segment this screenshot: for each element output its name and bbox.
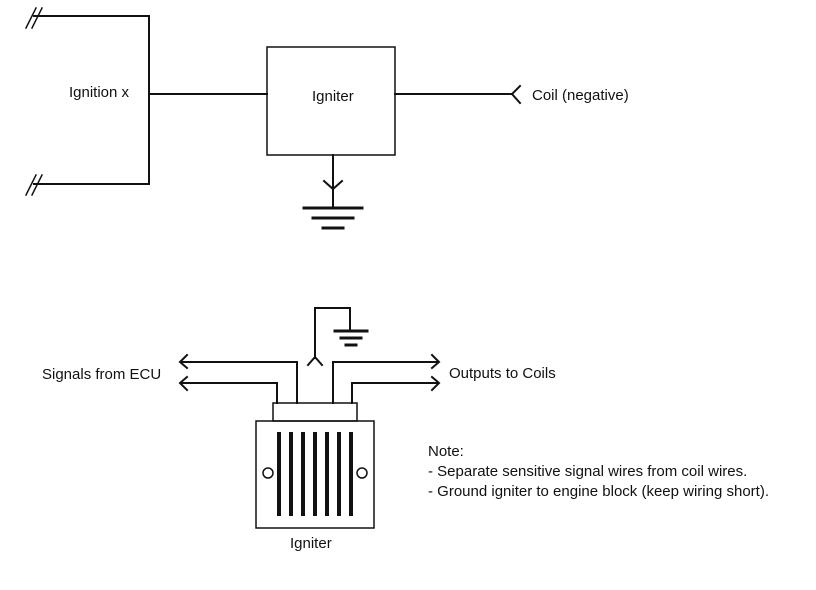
ground-wire <box>306 307 351 367</box>
ground-symbol-bottom <box>333 329 369 347</box>
ground-symbol-top <box>302 154 364 230</box>
ignition-label: Ignition x <box>69 84 130 101</box>
heat-sink-fins <box>277 432 353 516</box>
igniter-module-label: Igniter <box>290 535 332 552</box>
coil-negative-label: Coil (negative) <box>532 87 629 104</box>
wire-break-marks <box>24 6 44 197</box>
igniter-block <box>266 46 396 156</box>
ecu-signal-wires <box>178 353 298 404</box>
note-line: - Separate sensitive signal wires from c… <box>428 463 748 480</box>
igniter-module <box>255 420 375 529</box>
igniter-block-label: Igniter <box>312 88 354 105</box>
igniter-connector <box>272 402 358 422</box>
outputs-to-coils-label: Outputs to Coils <box>449 365 556 382</box>
coil-output-wires <box>332 353 441 404</box>
signals-from-ecu-label: Signals from ECU <box>42 366 162 383</box>
note-block: Note: - Separate sensitive signal wires … <box>428 443 769 500</box>
ignition-bracket <box>33 15 268 185</box>
note-line: - Ground igniter to engine block (keep w… <box>428 483 770 500</box>
note-title: Note: <box>428 443 464 460</box>
coil-output-wire <box>394 84 522 105</box>
